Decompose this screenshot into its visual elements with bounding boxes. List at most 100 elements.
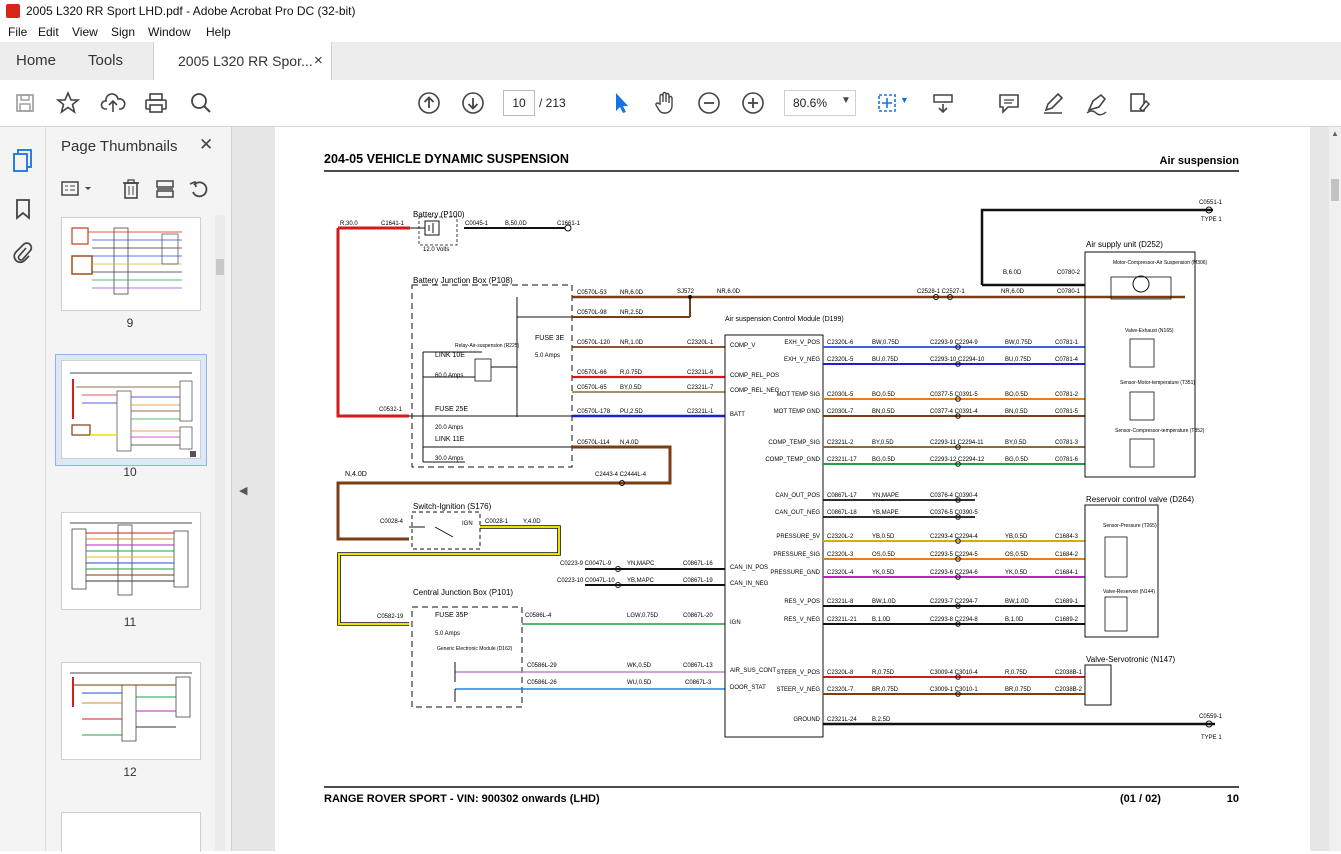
page-thumbnail-11[interactable]	[61, 512, 201, 610]
menu-sign[interactable]: Sign	[111, 25, 136, 39]
bookmarks-icon[interactable]	[13, 197, 33, 221]
fill-sign-icon[interactable]	[1126, 90, 1152, 116]
control-module: Air suspension Control Module (D199) COM…	[724, 316, 844, 738]
menu-view[interactable]: View	[72, 25, 98, 39]
label-c0551: C0551-1	[1199, 200, 1223, 206]
print-icon[interactable]	[143, 90, 169, 116]
upload-cloud-icon[interactable]	[100, 90, 126, 116]
panel-close-icon[interactable]: ✕	[199, 135, 214, 154]
sign-pen-icon[interactable]	[1084, 90, 1110, 116]
page-thumbnail-9[interactable]	[61, 217, 201, 311]
select-cursor-icon[interactable]	[608, 90, 634, 116]
wire-label-a: C2320L-3	[827, 552, 854, 558]
pin-right-can-out-neg: CAN_OUT_NEG	[775, 510, 820, 516]
wire-label-w2: R,0.75D	[1005, 670, 1028, 676]
label-fuse25e: FUSE 25E	[435, 406, 468, 413]
attachments-icon[interactable]	[11, 241, 33, 265]
highlight-pen-icon[interactable]	[1040, 90, 1066, 116]
tab-document[interactable]: 2005 L320 RR Spor... ×	[153, 42, 332, 81]
label-valve-exh: Valve-Exhaust (N165)	[1125, 328, 1174, 334]
label-switch: Switch-Ignition (S176)	[413, 502, 492, 511]
previous-page-icon[interactable]	[416, 90, 442, 116]
page-thumbnails-icon[interactable]	[11, 147, 35, 173]
connector-dot	[955, 396, 961, 402]
wire-label-w2: BO,0.5D	[1005, 392, 1029, 398]
page-thumbnail-10[interactable]	[61, 360, 201, 459]
label-bjb: Battery Junction Box (P108)	[413, 276, 513, 285]
save-icon[interactable]	[12, 90, 38, 116]
bjb-wire-label-w: BY,0.5D	[620, 385, 642, 391]
wire-label-w: BW,1.0D	[872, 599, 896, 605]
chevron-down-icon: ▼	[841, 95, 851, 106]
label-c0582: C0582-19	[377, 614, 404, 620]
page-thumbnail-13[interactable]	[61, 812, 201, 852]
tab-tools[interactable]: Tools	[88, 52, 124, 69]
scroll-mode-icon[interactable]	[930, 90, 956, 116]
switch-ignition: Switch-Ignition (S176) IGN C0028-4 C0028…	[337, 502, 561, 626]
collapse-panel-icon[interactable]: ◀	[239, 485, 248, 497]
connector-dot	[955, 603, 961, 609]
scroll-up-icon[interactable]: ▲	[1331, 129, 1339, 138]
zoom-select[interactable]: 80.6% ▼	[784, 90, 856, 116]
label-nr60: NR,6.0D	[717, 289, 741, 295]
label-module: Air suspension Control Module (D199)	[725, 316, 844, 323]
bjb-wire-label-a: C0570L-178	[577, 409, 611, 415]
wire-label-a: C2321L-24	[827, 717, 857, 723]
menu-window[interactable]: Window	[148, 25, 191, 39]
label-c1641: C1641-1	[381, 221, 405, 227]
zoom-in-icon[interactable]	[740, 90, 766, 116]
label-c0586c: C0586L-26	[527, 680, 557, 686]
thumbnail-scrollbar[interactable]	[215, 215, 225, 851]
pin-left-can-in-neg: CAN_IN_NEG	[730, 581, 769, 587]
fit-page-icon[interactable]	[874, 90, 900, 116]
fit-chevron-down-icon[interactable]: ▼	[900, 95, 909, 105]
label-sens-motor: Sensor-Motor-temperature (T351)	[1120, 380, 1195, 386]
wire-label-w2: OS,0.5D	[1005, 552, 1029, 558]
label-amp5: 5.0 Amps	[535, 353, 560, 359]
hand-tool-icon[interactable]	[652, 90, 678, 116]
zoom-out-icon[interactable]	[696, 90, 722, 116]
thumbnail-label-11: 11	[123, 615, 137, 629]
next-page-icon[interactable]	[460, 90, 486, 116]
rotate-page-icon[interactable]	[188, 178, 210, 200]
comment-icon[interactable]	[996, 90, 1022, 116]
zoom-search-icon[interactable]	[188, 90, 214, 116]
thumbnail-options-icon[interactable]	[60, 179, 96, 199]
pin-left-comp-rel-pos: COMP_REL_POS	[730, 373, 779, 379]
battery-junction-box: Battery Junction Box (P108) LINK 10E 60.…	[379, 276, 575, 468]
pin-right-steer-v-pos: STEER_V_POS	[777, 670, 820, 676]
pin-left-comp-v: COMP_V	[730, 343, 755, 349]
doc-header-right: Air suspension	[1160, 155, 1240, 167]
page-thumbnail-12[interactable]	[61, 662, 201, 760]
label-c2443: C2443-4 C2444L-4	[595, 472, 647, 478]
menu-help[interactable]: Help	[206, 25, 231, 39]
label-amp5b: 5.0 Amps	[435, 631, 460, 637]
connector-dot	[955, 361, 961, 367]
label-nr60-b: NR,6.0D	[1001, 289, 1025, 295]
tab-home[interactable]: Home	[16, 52, 57, 69]
label-c0780b: C0780-2	[1057, 270, 1081, 276]
pin-left-batt: BATT	[730, 412, 745, 418]
wire-label-w: YK,0.5D	[872, 570, 895, 576]
page-number-input[interactable]: 10	[503, 90, 535, 116]
tab-bar: Home Tools 2005 L320 RR Spor... ×	[0, 42, 1341, 81]
document-scrollbar[interactable]: ▲	[1329, 127, 1341, 851]
panel-splitter[interactable]: ◀	[231, 127, 254, 851]
menu-file[interactable]: File	[8, 25, 28, 39]
document-scroll-thumb[interactable]	[1331, 179, 1339, 201]
extract-pages-icon[interactable]	[154, 178, 176, 200]
wire-label-w: B,2.5D	[872, 717, 891, 723]
tab-close-icon[interactable]: ×	[314, 52, 323, 69]
thumbnail-scroll-thumb[interactable]	[216, 259, 224, 275]
menu-bar: File Edit View Sign Window Help	[0, 22, 1341, 42]
panel-title: Page Thumbnails	[61, 138, 178, 155]
label-b60: B,6.0D	[1003, 270, 1022, 276]
delete-page-icon[interactable]	[120, 178, 142, 200]
bookmark-star-icon[interactable]	[55, 90, 81, 116]
menu-edit[interactable]: Edit	[38, 25, 59, 39]
connector-dot	[955, 413, 961, 419]
pin-left-ign: IGN	[730, 620, 741, 626]
label-c0028b: C0028-1	[485, 519, 509, 525]
wire-label-a: C0867L-18	[827, 510, 857, 516]
tab-document-label: 2005 L320 RR Spor...	[178, 53, 313, 69]
